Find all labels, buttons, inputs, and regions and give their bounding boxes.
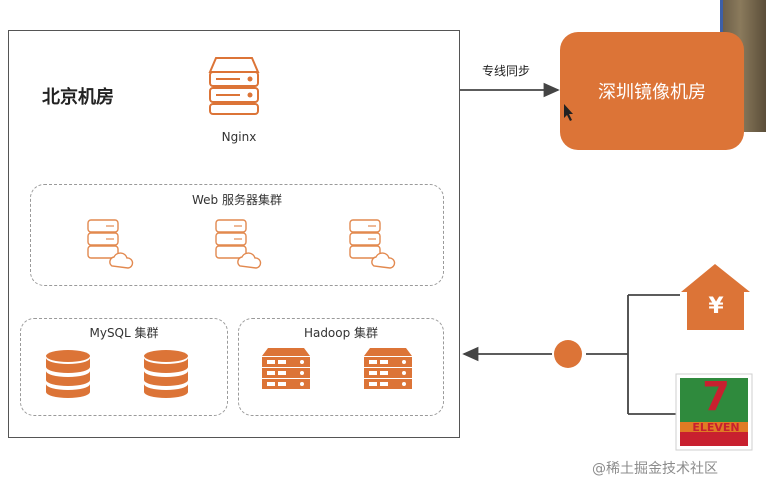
beijing-datacenter-title: 北京机房 (42, 87, 114, 108)
source-watermark: @稀土掘金技术社区 (592, 461, 718, 477)
web-server-cluster (30, 184, 444, 286)
mysql-cluster (20, 318, 228, 416)
merge-node (554, 340, 582, 368)
hadoop-rack-server-icon-2 (364, 348, 412, 389)
shenzhen-mirror-datacenter: 深圳镜像机房 (560, 32, 744, 150)
seven-eleven-number: 7 (702, 374, 730, 420)
web-server-icon-2 (215, 219, 262, 269)
yen-symbol: ¥ (708, 294, 724, 319)
nginx-server-icon (208, 57, 260, 115)
hadoop-rack-server-icon-1 (262, 348, 310, 389)
web-cluster-label: Web 服务器集群 (192, 193, 282, 207)
web-server-icon-3 (349, 219, 396, 269)
yen-house-icon (681, 264, 750, 330)
cursor-icon (564, 104, 573, 121)
dedicated-line-sync-label: 专线同步 (482, 64, 531, 78)
web-server-icon-1 (87, 219, 134, 269)
mysql-database-icon-1 (46, 350, 90, 398)
mysql-database-icon-2 (144, 350, 188, 398)
nginx-label: Nginx (221, 130, 257, 144)
hadoop-cluster-label: Hadoop 集群 (303, 326, 379, 340)
hadoop-cluster (238, 318, 444, 416)
shenzhen-mirror-label: 深圳镜像机房 (598, 82, 706, 103)
mysql-cluster-label: MySQL 集群 (89, 326, 159, 340)
seven-eleven-logo (675, 373, 753, 451)
seven-eleven-text: ELEVEN (692, 421, 739, 434)
